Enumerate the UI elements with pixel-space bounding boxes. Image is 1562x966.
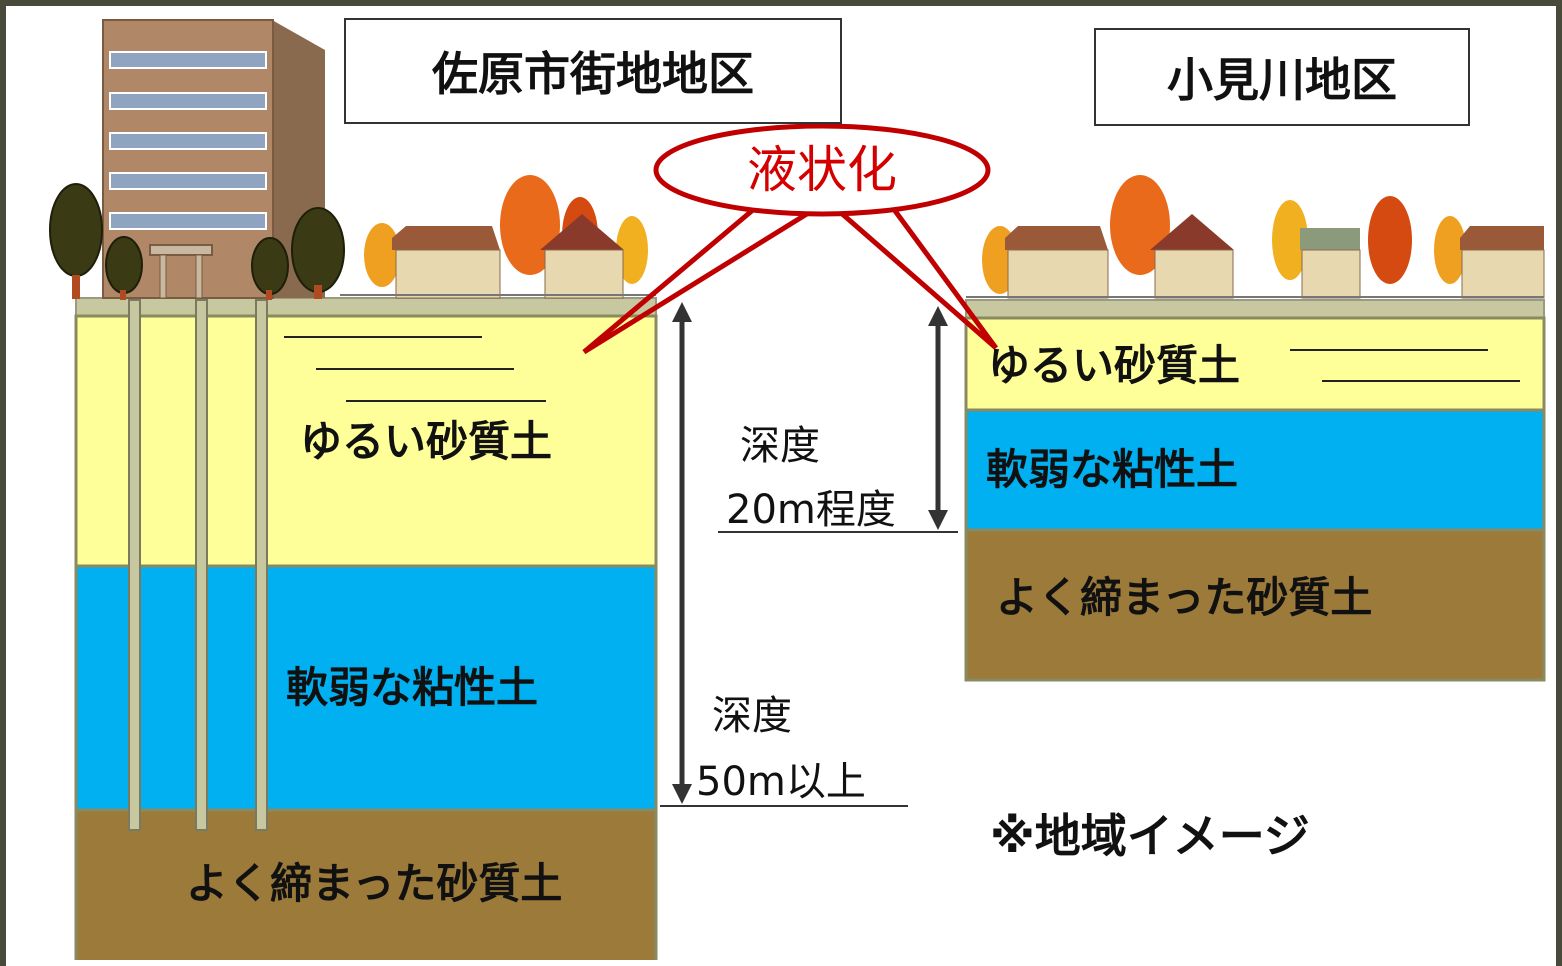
deep-depth-label-1: 深度 bbox=[712, 693, 792, 739]
pile bbox=[195, 299, 208, 831]
right-loose-sand-label: ゆるい砂質土 bbox=[988, 341, 1241, 390]
right-loose-sand-layer bbox=[964, 316, 1546, 412]
right-soft-clay-layer bbox=[964, 408, 1546, 532]
left-town-illustration bbox=[340, 175, 656, 299]
right-dense-sand-layer bbox=[964, 528, 1546, 682]
left-dense-sand-label: よく締まった砂質土 bbox=[186, 859, 563, 908]
shallow-depth-arrow bbox=[718, 306, 958, 533]
liquefaction-label: 液状化 bbox=[747, 141, 897, 199]
right-soft-clay-label: 軟弱な粘性土 bbox=[986, 445, 1239, 494]
left-ground-strip bbox=[75, 297, 657, 317]
left-soft-clay-label: 軟弱な粘性土 bbox=[286, 663, 539, 712]
dark-trees bbox=[49, 183, 345, 300]
shallow-depth-label-2: 20m程度 bbox=[726, 487, 896, 533]
left-dense-sand-layer bbox=[74, 808, 658, 960]
shallow-depth-label-1: 深度 bbox=[740, 423, 820, 469]
right-dense-sand-label: よく締まった砂質土 bbox=[996, 573, 1373, 622]
right-soil-column bbox=[964, 299, 1546, 682]
left-area-title-text: 佐原市街地地区 bbox=[432, 47, 754, 101]
tall-building bbox=[102, 19, 325, 299]
right-area-title: 小見川地区 bbox=[1094, 28, 1470, 126]
liquefaction-callout bbox=[582, 123, 999, 355]
left-soft-clay-layer bbox=[74, 564, 658, 812]
deep-depth-label-2: 50m以上 bbox=[696, 759, 866, 805]
left-soil-column bbox=[74, 297, 658, 960]
left-area-title: 佐原市街地地区 bbox=[344, 18, 842, 124]
right-area-title-text: 小見川地区 bbox=[1167, 53, 1397, 107]
deep-depth-arrow bbox=[660, 302, 908, 807]
pile bbox=[255, 299, 268, 831]
left-loose-sand-label: ゆるい砂質土 bbox=[300, 417, 553, 466]
right-town-illustration bbox=[966, 175, 1545, 299]
pile bbox=[128, 299, 141, 831]
right-ground-strip bbox=[965, 299, 1545, 319]
image-note: ※地域イメージ bbox=[990, 809, 1310, 863]
